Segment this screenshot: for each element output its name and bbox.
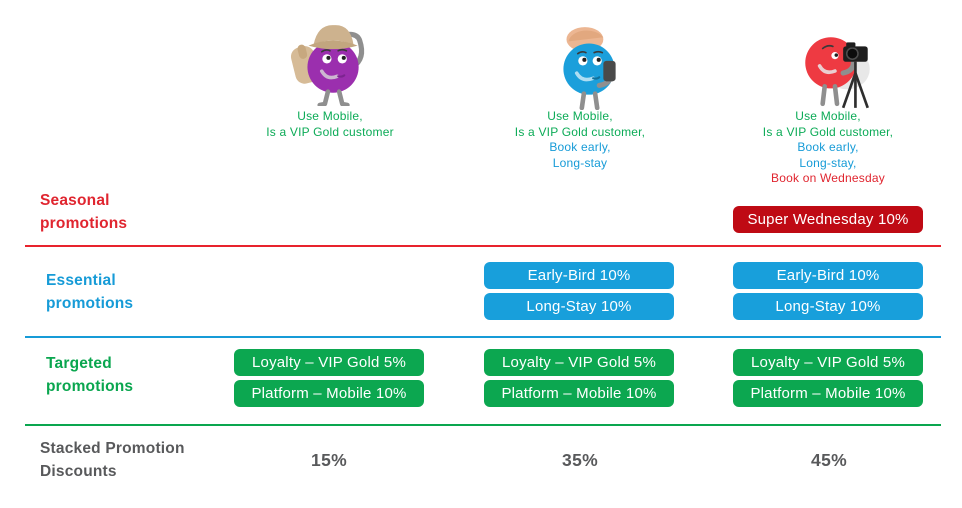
photographer-character-icon <box>794 28 880 114</box>
badge-loyalty-vip-gold: Loyalty – VIP Gold 5% <box>484 349 674 376</box>
row-label-stacked-promotion-discounts: Stacked Promotion Discounts <box>40 440 185 480</box>
trait-line: Is a VIP Gold customer, <box>514 124 646 139</box>
stacked-discount-persona-2: 35% <box>562 450 598 470</box>
seasonal-row-divider <box>25 245 941 247</box>
persona-1-traits: Use Mobile, Is a VIP Gold customer <box>200 109 460 140</box>
trait-line: Is a VIP Gold customer, <box>762 124 894 139</box>
trait-line: Use Mobile, <box>297 109 363 123</box>
stacked-discount-persona-1: 15% <box>311 450 347 470</box>
trait-line: Book early, <box>549 140 611 154</box>
row-label-targeted-promotions: Targeted promotions <box>46 355 134 395</box>
badge-platform-mobile: Platform – Mobile 10% <box>484 380 674 407</box>
row-label-seasonal-promotions: Seasonal promotions <box>40 192 128 232</box>
badge-loyalty-vip-gold: Loyalty – VIP Gold 5% <box>733 349 923 376</box>
traveler-character-icon <box>288 20 374 106</box>
row-label-essential-promotions: Essential promotions <box>46 272 134 312</box>
badge-platform-mobile: Platform – Mobile 10% <box>234 380 424 407</box>
trait-line: Use Mobile, <box>547 109 613 123</box>
badge-super-wednesday: Super Wednesday 10% <box>733 206 923 233</box>
badge-platform-mobile: Platform – Mobile 10% <box>733 380 923 407</box>
trait-line: Long-stay <box>552 155 608 170</box>
trait-line: Is a VIP Gold customer <box>266 124 394 139</box>
persona-3-traits: Use Mobile, Is a VIP Gold customer, Book… <box>698 109 958 187</box>
badge-early-bird: Early-Bird 10% <box>484 262 674 289</box>
persona-2-traits: Use Mobile, Is a VIP Gold customer, Book… <box>450 109 710 171</box>
mobile-phone-character-icon <box>546 24 632 110</box>
badge-long-stay: Long-Stay 10% <box>484 293 674 320</box>
trait-line: Use Mobile, <box>795 109 861 123</box>
trait-line: Book on Wednesday <box>771 171 885 185</box>
trait-line: Book early, <box>797 140 859 154</box>
targeted-row-divider <box>25 424 941 426</box>
stacked-discount-persona-3: 45% <box>811 450 847 470</box>
badge-early-bird: Early-Bird 10% <box>733 262 923 289</box>
badge-long-stay: Long-Stay 10% <box>733 293 923 320</box>
badge-loyalty-vip-gold: Loyalty – VIP Gold 5% <box>234 349 424 376</box>
trait-line: Long-stay, <box>799 155 857 170</box>
essential-row-divider <box>25 336 941 338</box>
